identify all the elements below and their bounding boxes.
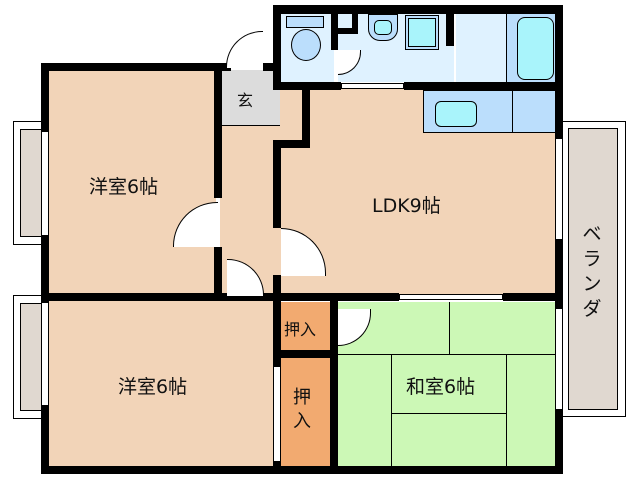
tatami-line — [449, 302, 450, 354]
wall — [41, 466, 338, 474]
wall — [273, 82, 341, 90]
closet-1[interactable] — [280, 302, 330, 350]
sink-bowl-icon — [374, 20, 392, 35]
western-room-2[interactable] — [48, 300, 274, 466]
closet-2[interactable] — [280, 358, 330, 466]
entrance-door[interactable] — [226, 31, 263, 68]
wall — [41, 406, 49, 474]
wall — [555, 240, 563, 308]
veranda[interactable] — [568, 128, 618, 410]
window[interactable] — [273, 366, 281, 462]
ldk-label: LDK9帖 — [372, 195, 441, 217]
wall — [273, 140, 310, 148]
wall — [214, 247, 222, 301]
wall — [330, 466, 563, 474]
wall — [555, 410, 563, 474]
window[interactable] — [399, 294, 503, 300]
entrance-label: 玄 — [237, 91, 254, 110]
window[interactable] — [555, 308, 563, 410]
kitchen-sink-icon — [435, 101, 477, 127]
closet-2-label: 押入 — [293, 387, 311, 432]
washroom-storage — [338, 14, 358, 34]
bathtub-icon — [517, 17, 554, 80]
tatami-line — [391, 354, 392, 466]
left-window-frame-top — [20, 129, 44, 237]
wall — [41, 236, 49, 302]
wall — [273, 350, 338, 358]
wall — [503, 293, 563, 301]
wall — [273, 5, 281, 87]
japanese-room-label: 和室6帖 — [406, 376, 476, 398]
wall — [555, 5, 563, 95]
wall — [331, 14, 338, 50]
wall — [404, 82, 563, 90]
wall — [41, 63, 49, 131]
window[interactable] — [555, 138, 563, 240]
window[interactable] — [41, 131, 49, 236]
wall — [273, 140, 281, 228]
window[interactable] — [341, 83, 404, 89]
wall — [214, 63, 222, 198]
western-room-2-label: 洋室6帖 — [118, 376, 188, 398]
japanese-room[interactable] — [338, 302, 562, 466]
western-room-1-label: 洋室6帖 — [89, 176, 159, 198]
wall — [41, 63, 231, 71]
veranda-label: ベランダ — [582, 223, 602, 320]
tatami-line — [506, 354, 507, 466]
toilet-bowl-icon — [291, 29, 321, 61]
wall — [446, 14, 454, 46]
wall — [555, 88, 563, 138]
closet-1-label: 押入 — [284, 320, 317, 339]
wall — [263, 63, 273, 71]
western-room-1[interactable] — [48, 70, 216, 298]
tatami-line — [391, 413, 506, 414]
washing-machine-icon — [405, 15, 439, 50]
wall — [330, 293, 338, 474]
toilet-tank-icon — [286, 16, 324, 28]
wall — [302, 82, 310, 144]
tatami-line — [338, 354, 562, 355]
wall — [273, 5, 563, 14]
window[interactable] — [41, 302, 49, 406]
counter-divider — [512, 90, 513, 133]
wall — [41, 293, 341, 301]
